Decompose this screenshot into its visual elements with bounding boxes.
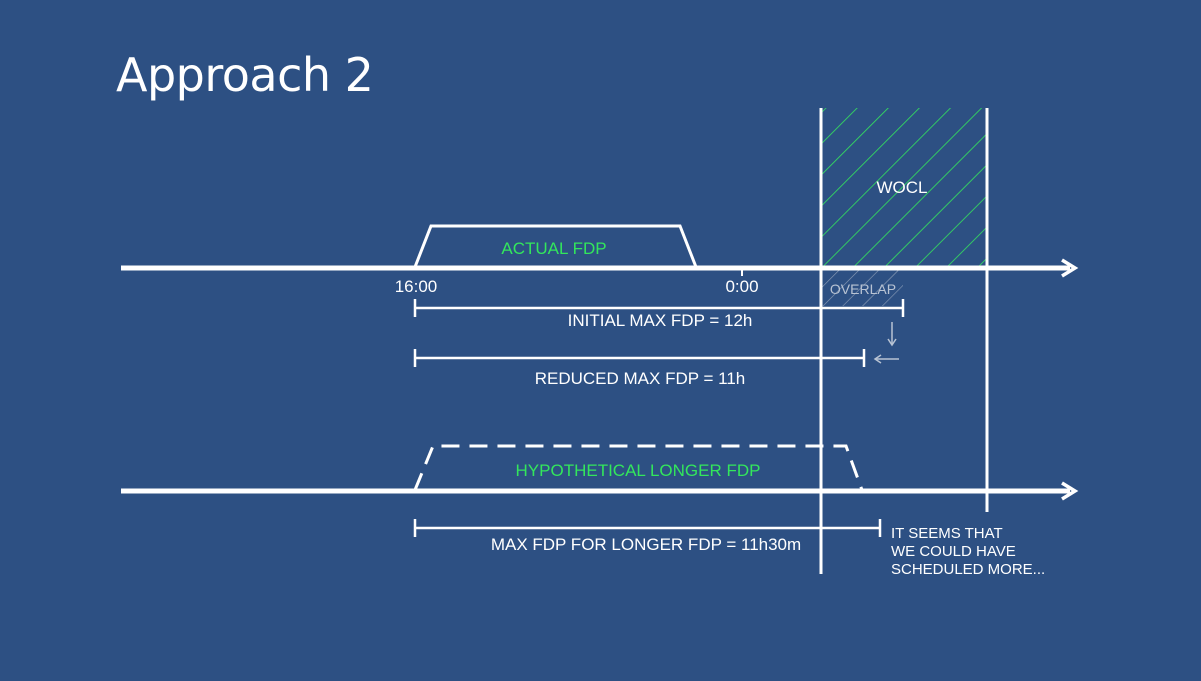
wocl-hatch [821,108,987,268]
note-line-2: WE COULD HAVE [891,543,1016,560]
initial-max-label: INITIAL MAX FDP = 12h [568,311,753,330]
overlap-hatch [821,270,903,306]
wocl-window: WOCL [821,108,987,268]
note-line-3: SCHEDULED MORE... [891,561,1045,578]
initial-max-span [413,299,905,317]
note: IT SEEMS THAT WE COULD HAVE SCHEDULED MO… [891,525,1045,578]
actual-fdp-shape [413,224,698,268]
time-label-start: 16:00 [395,277,438,296]
slide-title: Approach 2 [116,48,374,102]
actual-fdp-label: ACTUAL FDP [501,239,606,258]
reduced-max-label: REDUCED MAX FDP = 11h [535,369,746,388]
wocl-label: WOCL [877,178,928,197]
overlap-label: OVERLAP [830,281,896,297]
reduced-max-span [413,349,866,367]
note-line-1: IT SEEMS THAT [891,525,1003,542]
time-label-midnight: 0:00 [725,277,758,296]
reduction-arrows [873,322,899,364]
hypothetical-fdp-label: HYPOTHETICAL LONGER FDP [516,461,761,480]
timeline-bottom [121,481,1079,501]
hypothetical-fdp-shape [413,444,864,491]
longer-max-span [413,519,882,537]
longer-max-label: MAX FDP FOR LONGER FDP = 11h30m [491,535,801,554]
timeline-top [121,258,1079,278]
